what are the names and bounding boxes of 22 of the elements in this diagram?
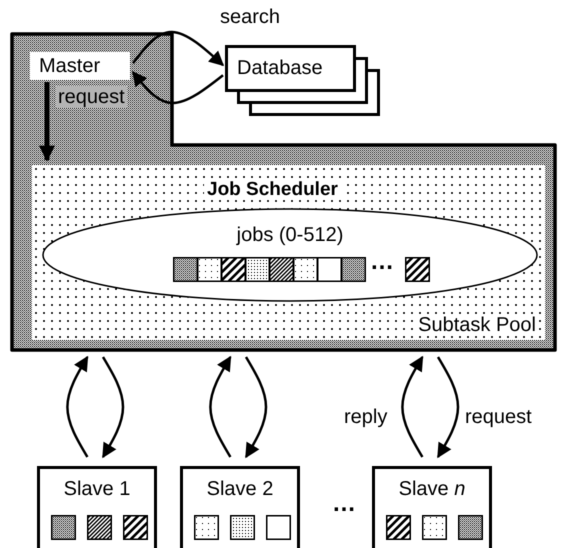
arrow bbox=[102, 356, 124, 458]
node-label: jobs (0-512) bbox=[235, 225, 344, 245]
ellipsis-text: … bbox=[332, 492, 356, 516]
node-label: Database bbox=[237, 58, 323, 78]
edge-label: reply bbox=[342, 406, 390, 428]
arrow bbox=[132, 30, 224, 66]
arrow bbox=[244, 356, 268, 458]
arrow bbox=[39, 82, 55, 162]
worker-box bbox=[37, 466, 157, 548]
scheduler-panel bbox=[32, 165, 545, 340]
arrow bbox=[401, 356, 424, 458]
arrow bbox=[66, 356, 88, 458]
worker-box bbox=[372, 466, 492, 548]
ellipsis-text: … bbox=[370, 250, 394, 274]
arrow bbox=[209, 356, 232, 458]
worker-box bbox=[180, 466, 300, 548]
arrow bbox=[132, 70, 224, 104]
edge-label: request bbox=[56, 86, 127, 108]
node-label: Slave 1 bbox=[62, 479, 132, 499]
node-label: Slave n bbox=[398, 479, 466, 499]
node-label: Slave 2 bbox=[206, 479, 274, 499]
arrow bbox=[436, 356, 460, 458]
